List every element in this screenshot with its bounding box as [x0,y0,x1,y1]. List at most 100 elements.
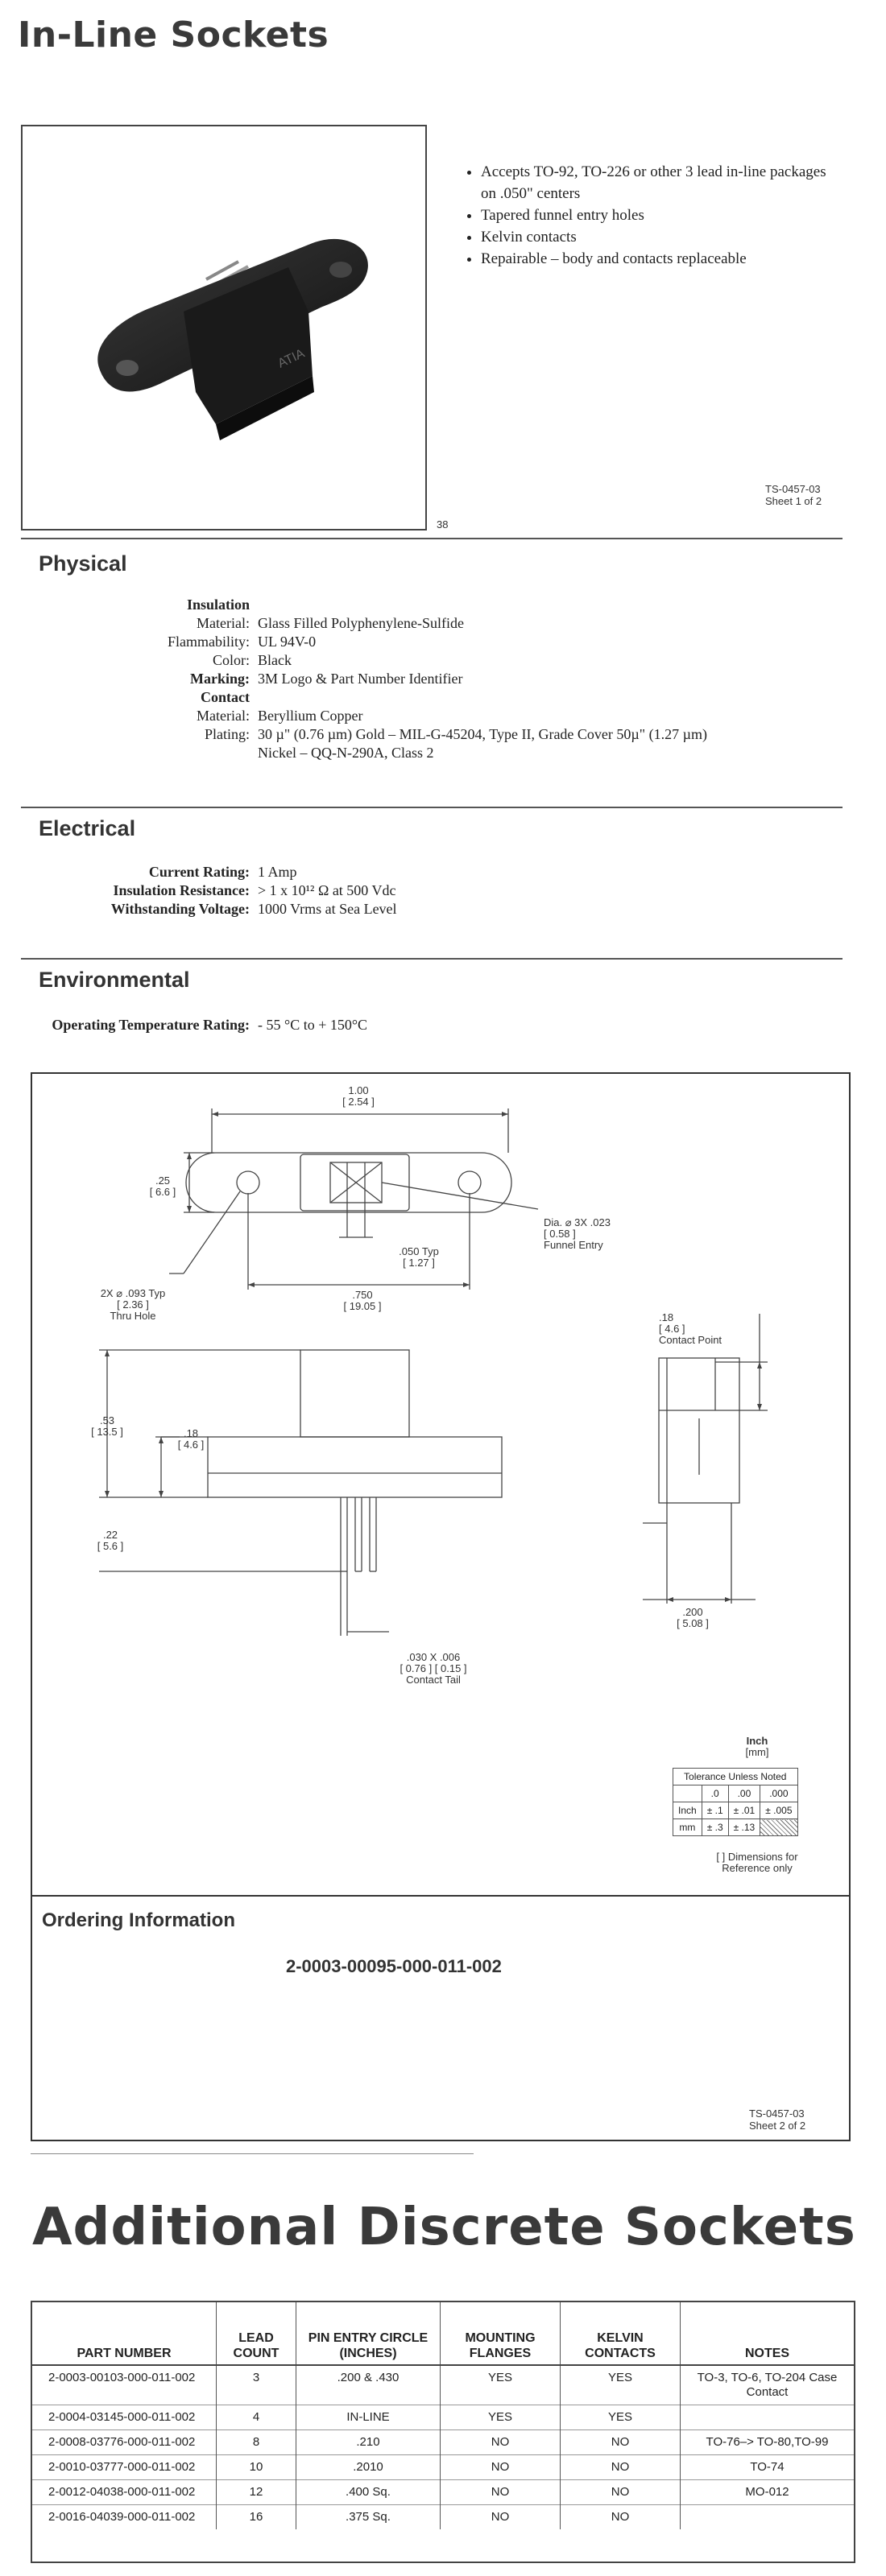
dim-value: .53 [99,1414,115,1426]
cell-pin-entry: .2010 [296,2454,441,2480]
table-row: 2-0004-03145-000-011-002 4 IN-LINE YES Y… [32,2405,854,2430]
prop-value: 30 µ" (0.76 µm) Gold – MIL-G-45204, Type… [258,726,707,742]
feature-item: Kelvin contacts [481,226,842,248]
dim-value: .750 [352,1289,373,1301]
cell-pin-entry: .375 Sq. [296,2504,441,2529]
divider [21,958,843,960]
cell-mounting: YES [440,2405,561,2430]
dim-contact-tail: .030 X .006 [ 0.76 ] [ 0.15 ] Contact Ta… [385,1652,482,1686]
tol-col: .000 [760,1785,798,1802]
table-row: 2-0012-04038-000-011-002 12 .400 Sq. NO … [32,2479,854,2505]
divider [31,1895,851,1897]
cell-notes: MO-012 [680,2479,854,2505]
dimension-drawing [99,1108,768,1636]
tol-cell: ± .13 [727,1818,761,1836]
electrical-props: Current Rating:1 Amp Insulation Resistan… [0,863,805,919]
cell-mounting: NO [440,2504,561,2529]
physical-props: Insulation Material:Glass Filled Polyphe… [0,596,805,762]
tol-col: .00 [727,1785,761,1802]
cell-part: 2-0016-04039-000-011-002 [32,2504,217,2529]
cell-mounting: NO [440,2479,561,2505]
cell-part: 2-0004-03145-000-011-002 [32,2405,217,2430]
cell-kelvin: NO [560,2504,681,2529]
dim-funnel-dia: Dia. ⌀ 3X .023 [ 0.58 ] Funnel Entry [544,1217,611,1251]
prop-value: UL 94V-0 [258,634,317,650]
prop-key: Withstanding Voltage: [110,901,250,917]
dim-0-53: .53 [ 13.5 ] [87,1415,127,1438]
dim-value: 2X ⌀ .093 Typ [100,1287,166,1299]
cell-kelvin: NO [560,2479,681,2505]
dim-value: Dia. ⌀ 3X .023 [544,1216,611,1228]
cell-pin-entry: .200 & .430 [296,2364,441,2405]
ordering-part-number: 2-0003-00095-000-011-002 [286,1956,502,1976]
cell-part: 2-0012-04038-000-011-002 [32,2479,217,2505]
dim-value: .200 [682,1606,703,1618]
ordering-heading: Ordering Information [42,1909,235,1931]
cell-mounting: YES [440,2364,561,2405]
prop-key: Material: [197,615,250,631]
prop-key: Color: [212,652,250,668]
feature-item: Tapered funnel entry holes [481,204,842,226]
electrical-heading: Electrical [39,816,136,840]
prop-value: Beryllium Copper [258,708,363,724]
dim-0-22: .22 [ 5.6 ] [90,1530,130,1552]
prop-key: Material: [197,708,250,724]
cell-mounting: NO [440,2429,561,2455]
dim-value: .22 [102,1529,118,1541]
tol-hatched-cell [760,1818,798,1836]
environmental-heading: Environmental [39,968,190,992]
doc-ref: TS-0457-03 [765,483,821,495]
feature-item: Accepts TO-92, TO-226 or other 3 lead in… [481,161,842,204]
dim-1-00: 1.00 [ 2.54 ] [334,1085,383,1108]
page-number: 38 [437,518,449,530]
reference-note: [ ] Dimensions for Reference only [716,1851,798,1874]
tol-title: Tolerance Unless Noted [673,1768,798,1785]
divider [21,538,843,539]
col-header-kelvin: KELVIN CONTACTS [560,2302,681,2366]
tol-row-label: Inch [673,1802,702,1819]
dim-0-200: .200 [ 5.08 ] [669,1607,717,1629]
prop-value: 3M Logo & Part Number Identifier [258,671,463,687]
dim-mm: [ 2.36 ] [117,1298,149,1311]
cell-lead-count: 8 [216,2429,296,2455]
dim-note: Funnel Entry [544,1239,603,1251]
dim-value: .25 [155,1174,171,1187]
physical-heading: Physical [39,551,127,576]
tol-cell: ± .01 [727,1802,761,1819]
tol-col: .0 [701,1785,729,1802]
prop-key: Marking: [190,671,250,687]
cell-part: 2-0010-03777-000-011-002 [32,2454,217,2480]
units-legend: Inch [mm] [725,1736,789,1758]
dim-mm: [ 4.6 ] [659,1323,685,1335]
dim-mm: [ 0.76 ] [ 0.15 ] [400,1662,467,1674]
col-header-notes: NOTES [680,2302,854,2366]
cell-notes: TO-76–> TO-80,TO-99 [680,2429,854,2455]
parts-table-frame: PART NUMBER LEAD COUNT PIN ENTRY CIRCLE … [31,2301,855,2563]
dim-0-18: .18 [ 4.6 ] [171,1428,211,1451]
cell-part: 2-0008-03776-000-011-002 [32,2429,217,2455]
prop-value: Black [258,652,292,668]
prop-value: 1 Amp [258,864,297,880]
dim-mm: [ 13.5 ] [91,1426,123,1438]
tol-row-label: mm [673,1818,702,1836]
dim-value: .18 [183,1427,199,1439]
cell-lead-count: 12 [216,2479,296,2505]
sheet-number: Sheet 1 of 2 [765,495,822,507]
prop-value: > 1 x 10¹² Ω at 500 Vdc [258,882,396,898]
divider [21,807,843,808]
dim-mm: [ 6.6 ] [149,1186,176,1198]
parts-table: PART NUMBER LEAD COUNT PIN ENTRY CIRCLE … [32,2302,854,2529]
cell-kelvin: YES [560,2405,681,2430]
cell-mounting: NO [440,2454,561,2480]
cell-lead-count: 3 [216,2364,296,2405]
units-inch: Inch [746,1735,768,1747]
prop-key: Flammability: [168,634,250,650]
tolerance-table: Tolerance Unless Noted .0 .00 .000 Inch … [673,1768,798,1836]
prop-key: Current Rating: [148,864,250,880]
features-list: Accepts TO-92, TO-226 or other 3 lead in… [463,161,842,270]
table-row: 2-0010-03777-000-011-002 10 .2010 NO NO … [32,2454,854,2480]
table-row: 2-0003-00103-000-011-002 3 .200 & .430 Y… [32,2364,854,2405]
cell-lead-count: 10 [216,2454,296,2480]
environmental-props: Operating Temperature Rating:- 55 °C to … [0,1016,805,1034]
dim-mm: [ 5.6 ] [97,1540,124,1552]
